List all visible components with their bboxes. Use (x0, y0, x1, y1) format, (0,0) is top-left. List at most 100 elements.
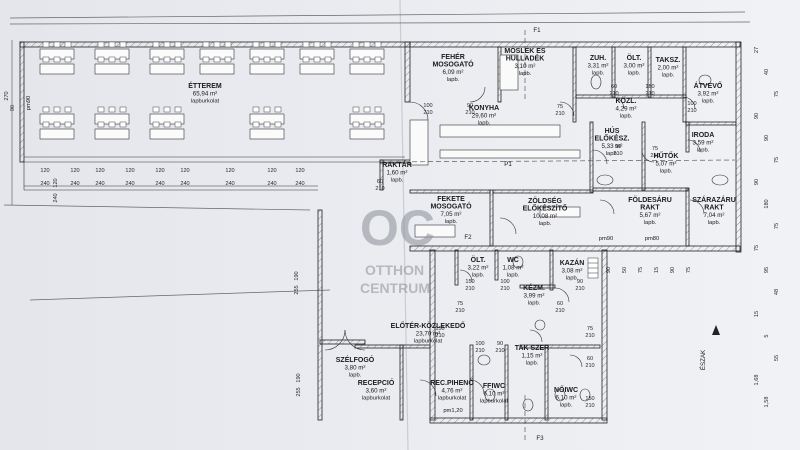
dimension: 210 (465, 286, 474, 292)
dimension: 240 (53, 193, 59, 202)
room-area: 6,10 m² (556, 395, 577, 402)
room-area: 29,60 m² (472, 113, 496, 120)
table (149, 63, 185, 75)
dimension: 240 (295, 181, 304, 187)
dimension: 1,58 (764, 397, 770, 408)
dimension: 150 (435, 326, 444, 332)
chair (363, 121, 371, 128)
room-floor: lapb. (447, 77, 460, 83)
dimension: 90 (467, 103, 473, 109)
dimension: 150 (585, 396, 594, 402)
room-name: HULLADÉK (506, 54, 545, 63)
room-area: 5,07 m² (656, 161, 677, 168)
chair (108, 121, 116, 128)
dimension: 240 (180, 181, 189, 187)
room-name: ZÖLDSÉG (528, 196, 562, 205)
chair (119, 41, 127, 48)
chair (224, 56, 232, 63)
room-area: 10,08 m² (533, 213, 557, 220)
room-area: 65,94 m² (193, 91, 217, 98)
chair (53, 121, 61, 128)
chair (274, 121, 282, 128)
room-name: HÚS (605, 126, 620, 135)
dimension: 210 (500, 286, 509, 292)
guide-lines (3, 11, 751, 301)
chair (374, 121, 382, 128)
room-floor: lapb. (702, 99, 715, 105)
chair (374, 41, 382, 48)
room-floor: lapb. (644, 220, 657, 226)
dimension: 180 (764, 199, 770, 208)
chair (324, 41, 332, 48)
room-floor: lapb. (606, 151, 619, 157)
room-area: 4,76 m² (442, 388, 463, 395)
dimension: 210 (475, 348, 484, 354)
dimension: 240 (95, 181, 104, 187)
chair (374, 106, 382, 113)
chair (252, 56, 260, 63)
room-floor: lapb. (526, 361, 539, 367)
dimension: 60 (611, 84, 617, 90)
dimension: 120 (180, 168, 189, 174)
room-name: MOSOGATÓ (432, 60, 474, 69)
room-area: 23,70 m² (416, 331, 440, 338)
dimension: 120 (267, 168, 276, 174)
section-lines (379, 30, 736, 440)
mark: F3 (536, 435, 544, 442)
dimension: 1,68 (754, 375, 760, 386)
room-name: MOSLÉK ÉS (504, 46, 546, 55)
dimension: 240 (267, 181, 276, 187)
chair (64, 121, 72, 128)
dimension: 240 (40, 181, 49, 187)
room-area: 5,67 m² (640, 212, 661, 219)
table (39, 128, 75, 140)
room-name: SZÉLFOGÓ (336, 355, 375, 364)
room-area: 3,22 m² (468, 265, 489, 272)
room-name: WC (507, 257, 519, 264)
mark: pm90 (26, 96, 32, 111)
table (349, 128, 385, 140)
dimension: 210 (613, 151, 622, 157)
dimension: 75 (587, 326, 593, 332)
room-floor: lapb. (445, 219, 458, 225)
dimension: 210 (687, 108, 696, 114)
dimension: 75 (774, 91, 780, 97)
room-name: RAKTÁR (382, 160, 412, 169)
mark: pm90 (599, 236, 614, 242)
room-area: 7,05 m² (441, 211, 462, 218)
chair (42, 41, 50, 48)
dimension: 210 (585, 403, 594, 409)
room-name: ÁTVEVŐ (694, 81, 723, 90)
room-name: ÖLT. (471, 255, 486, 264)
dimension: 120 (125, 168, 134, 174)
chair (174, 41, 182, 48)
dimension: 210 (495, 348, 504, 354)
mark: F2 (464, 234, 472, 241)
dimension: 210 (650, 153, 659, 159)
dimension: 190 (296, 373, 302, 382)
chair (213, 56, 221, 63)
dimension: 210 (465, 110, 474, 116)
chair (213, 41, 221, 48)
room-floor: lapb. (620, 114, 633, 120)
dimension: 120 (95, 168, 104, 174)
chair (202, 41, 210, 48)
chair (97, 121, 105, 128)
room-name: ELŐKÉSZ. (594, 134, 629, 143)
room-area: 3,00 m² (624, 63, 645, 70)
chair (42, 106, 50, 113)
chair (42, 121, 50, 128)
table (149, 128, 185, 140)
chair (163, 56, 171, 63)
